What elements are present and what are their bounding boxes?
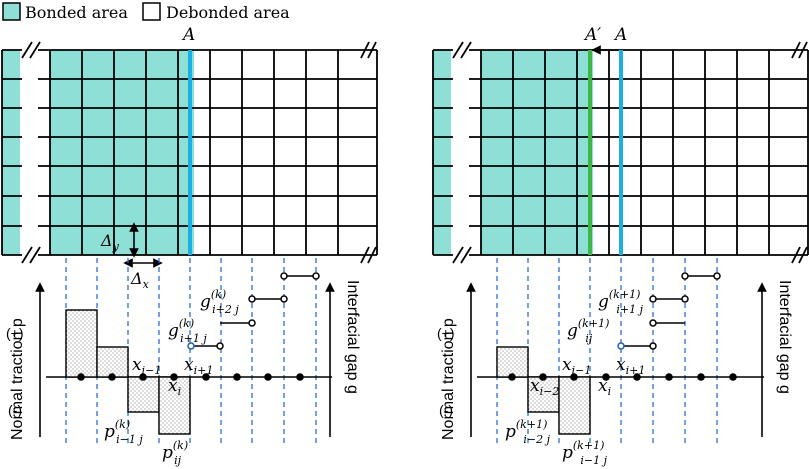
node-point [729, 373, 737, 381]
break-mark [460, 41, 472, 59]
break-mark [21, 41, 33, 59]
bonded-region [481, 50, 593, 255]
break-mark [460, 246, 472, 264]
legend-debonded-label: Debonded area [166, 3, 290, 22]
left-p-left-label: p(k)i−1 j [104, 418, 143, 446]
break-mark [21, 246, 33, 264]
left-g-lower-label: g(k)i+1 j [168, 317, 207, 345]
break-mark [367, 41, 377, 59]
node-point [539, 373, 547, 381]
legend-bonded-label: Bonded area [25, 3, 128, 22]
break-mark [360, 246, 370, 264]
left-panel: A Δy Δx Normal traction p Interfacial ga… [1, 25, 378, 467]
left-traction-bar-2 [96, 346, 129, 378]
node-point [77, 373, 85, 381]
right-mesh-grid [432, 41, 809, 264]
left-p-right-label: p(k)ij [162, 439, 188, 467]
right-x-prev2-label: xi−2 [530, 376, 559, 398]
break-mark [791, 41, 801, 59]
break-mark [798, 41, 808, 59]
right-gap-axis-label: Interfacial gap g [776, 280, 793, 394]
break-mark [360, 41, 370, 59]
right-panel: A′ A Normal traction p Interfacial gap g… [432, 25, 809, 467]
node-point [697, 373, 705, 381]
node-point [633, 373, 641, 381]
break-mark [452, 41, 464, 59]
right-gap-steps [617, 272, 721, 350]
left-traction-axis-label: Normal traction p [9, 318, 26, 440]
left-traction-bar-4 [158, 376, 191, 435]
right-p-left-label: p(k+1)i−2 j [505, 418, 551, 446]
node-point [108, 373, 116, 381]
left-x-cur-label: xi [168, 376, 181, 398]
left-minus-sign: (-) [8, 402, 22, 418]
right-plus-sign: (+) [437, 325, 455, 341]
bonded-region [50, 50, 194, 255]
node-point [665, 373, 673, 381]
legend-bonded-swatch [2, 2, 21, 21]
left-gap-steps [187, 272, 320, 350]
delta-y-label: Δy [100, 231, 120, 253]
left-g-upper-label: g(k)i+2 j [200, 288, 239, 316]
node-point [264, 373, 272, 381]
break-mark [29, 41, 41, 59]
node-point [202, 373, 210, 381]
node-point [233, 373, 241, 381]
left-mesh-grid [1, 41, 378, 264]
break-mark [798, 246, 808, 264]
right-g-lower-label: g(k+1)ij [567, 317, 609, 345]
left-x-next-label: xi+1 [184, 355, 213, 377]
legend: Bonded area Debonded area [2, 2, 290, 22]
break-mark [452, 246, 464, 264]
legend-debonded-swatch [142, 2, 161, 21]
node-point [170, 373, 178, 381]
right-front-label-new: A′ [583, 25, 601, 45]
left-nodes [77, 373, 304, 381]
right-dashed-guides [496, 258, 718, 443]
right-traction-bar-1 [496, 346, 529, 378]
right-minus-sign: (-) [439, 402, 453, 418]
node-point [570, 373, 578, 381]
right-p-right-label: p(k+1)i−1 j [562, 439, 608, 467]
right-nodes [508, 373, 737, 381]
break-mark [29, 246, 41, 264]
left-front-label: A [181, 25, 195, 45]
left-traction-bar-3 [127, 376, 160, 413]
left-x-prev-label: xi−1 [132, 355, 161, 377]
right-front-label-old: A [613, 25, 627, 45]
node-point [602, 373, 610, 381]
right-traction-axis-label: Normal traction p [440, 318, 457, 440]
node-point [139, 373, 147, 381]
right-traction-bar-3 [558, 376, 591, 435]
break-mark [791, 246, 801, 264]
right-x-prev-label: xi−1 [562, 355, 591, 377]
right-x-next-label: xi+1 [616, 355, 645, 377]
node-point [296, 373, 304, 381]
left-plus-sign: (+) [6, 325, 24, 341]
right-g-upper-label: g(k+1)i+1 j [598, 288, 644, 316]
left-gap-axis-label: Interfacial gap g [344, 280, 361, 394]
bonded-strip [2, 50, 20, 255]
left-traction-bar-1 [65, 309, 98, 378]
bonded-strip [433, 50, 451, 255]
right-x-cur-label: xi [598, 376, 611, 398]
delta-x-label: Δx [130, 269, 150, 291]
node-point [508, 373, 516, 381]
break-mark [367, 246, 377, 264]
